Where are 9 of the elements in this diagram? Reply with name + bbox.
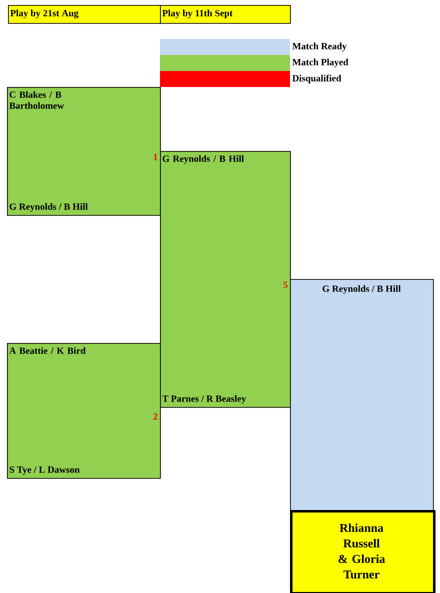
match-box: C Blakes / B Bartholomew 1 G Reynolds / B Hill bbox=[7, 87, 161, 216]
column-header: Play by 11th Sept bbox=[160, 5, 291, 24]
match-box: G Reynolds / B Hill 5 T Parnes / R Beasley bbox=[160, 151, 291, 408]
legend-label: Match Ready bbox=[292, 42, 347, 52]
legend-label: Disqualified bbox=[292, 74, 342, 84]
column-header: Play by 21st Aug bbox=[8, 5, 161, 24]
legend-label: Match Played bbox=[292, 58, 348, 68]
winner-box: Rhianna Russell & Gloria Turner bbox=[290, 510, 436, 593]
match-box: A Beattie / K Bird 2 S Tye / L Dawson bbox=[7, 343, 161, 479]
